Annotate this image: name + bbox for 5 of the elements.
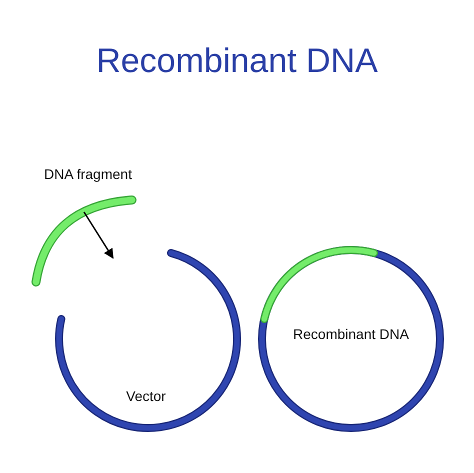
node-label: Vector: [125, 388, 167, 404]
node-label: Recombinant DNA: [292, 326, 410, 342]
node-label: DNA fragment: [43, 166, 133, 182]
title: Recombinant DNA: [95, 42, 379, 81]
arrow: [83, 212, 114, 259]
